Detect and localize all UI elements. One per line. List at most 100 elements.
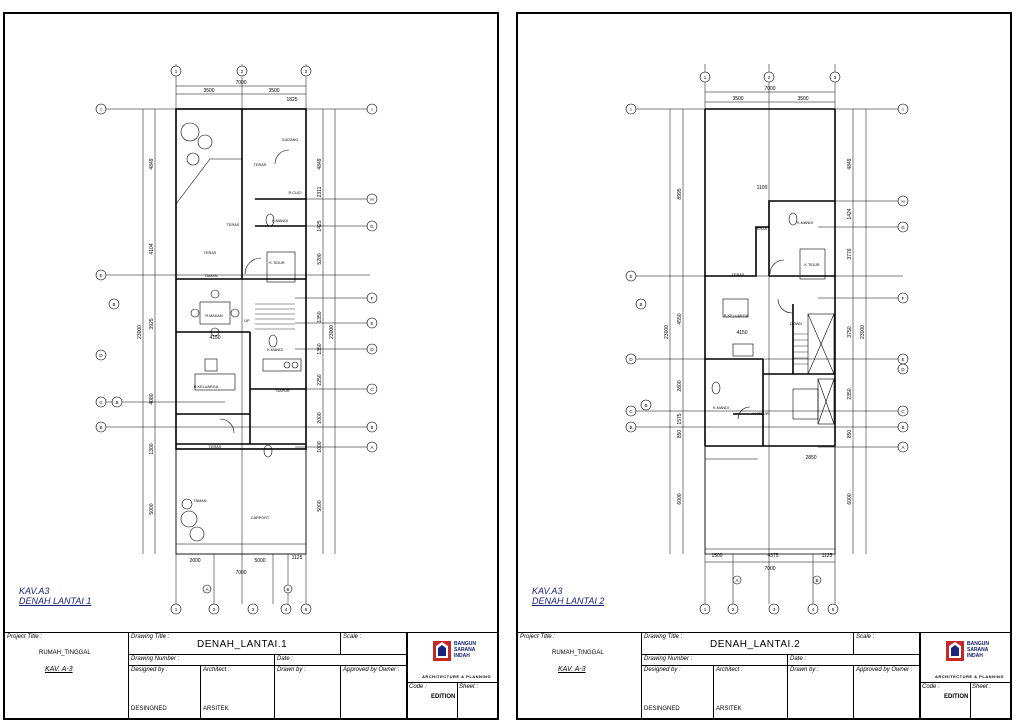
dim-right-seg-10: 5000 (317, 500, 323, 511)
grid-bottom-1: 1 (175, 607, 178, 612)
designed-by-cell: Designed by : DESINGNED (129, 666, 201, 719)
dim-left-seg-6: 6000 (677, 493, 683, 504)
room-label: TERAS (732, 273, 745, 277)
approved-cell: Approved by Owner : (854, 666, 920, 719)
dim-left-total: 23000 (137, 325, 143, 339)
grid-left-3: D (99, 353, 103, 358)
dim-bottom-total: 7000 (764, 566, 775, 572)
title-block: Project Title : RUMAH_TINGGAL KAV. A-3 D… (5, 632, 498, 719)
grid-bottom-5: 5 (305, 607, 308, 612)
dim-right-seg-6: 1350 (317, 343, 323, 354)
grid-right-2: H (901, 199, 904, 204)
grid-bottom-4: 4 (812, 607, 815, 612)
company-name: BANGUN SARANA INDAH (967, 641, 989, 659)
room-label: TAMAN (204, 274, 217, 278)
dim-right-seg-1: 4849 (847, 158, 853, 169)
grid-top-2: 2 (241, 69, 244, 74)
dim-left-total: 23000 (664, 325, 670, 339)
section-left-1: B (639, 302, 642, 307)
date-cell: Date : (788, 655, 920, 666)
project-name: RUMAH_TINGGAL (39, 650, 91, 656)
grid-right-4: F (902, 296, 905, 301)
dim-left-seg-4: 1575 (677, 413, 683, 424)
project-title-label: Project Title : (520, 634, 555, 640)
dim-bottom-total: 7000 (235, 570, 246, 576)
plan-caption: KAV.A3 DENAH LANTAI 1 (19, 586, 91, 606)
dim-top-b: 3500 (268, 88, 279, 94)
grid-left-4: C (629, 409, 633, 414)
section-mark-b: B (815, 578, 818, 583)
grid-right-3: G (901, 225, 905, 230)
room-label: R.KELUARGA (194, 385, 219, 389)
grid-left-3: D (629, 357, 633, 362)
drawn-by-label: Drawn by : (790, 667, 819, 673)
dim-right-seg-9: 1000 (317, 441, 323, 452)
sheet-label: Sheet : (459, 684, 479, 690)
company-logo-block: BANGUN SARANA INDAH ARCHITECTURE & PLANN… (920, 633, 1011, 719)
section-left-2: B (644, 403, 647, 408)
architect-cell: Architect : ARSITEK (201, 666, 275, 719)
project-title-cell: Project Title : RUMAH_TINGGAL KAV. A-3 (5, 633, 129, 719)
drawing-title-cell: Drawing Title : DENAH_LANTAI.1 (129, 633, 341, 655)
grid-right-8: B (901, 425, 904, 430)
title-block: Project Title : RUMAH_TINGGAL KAV. A-3 D… (518, 632, 1011, 719)
grid-right-5: E (370, 321, 373, 326)
dim-right-seg-1: 4849 (317, 158, 323, 169)
company-name-line: SARANA (967, 647, 989, 653)
grid-left-1: I (100, 107, 101, 112)
dim-right-seg-4: 3750 (847, 326, 853, 337)
dim-bottom-a: 1500 (711, 553, 722, 559)
dim-bottom-c: 1125 (822, 553, 833, 559)
dim-left-seg-1: 4849 (149, 158, 155, 169)
grid-left-5: B (629, 425, 632, 430)
grid-top-1: 1 (175, 69, 178, 74)
dim-bottom-c: 1125 (292, 555, 303, 561)
architect-label: Architect : (203, 667, 230, 673)
company-name-line: BANGUN (967, 641, 989, 647)
grid-right-2: H (370, 197, 373, 202)
drawing-sheet-floor-1: 1 2 3 1 2 3 4 5 A B I E D C B B B I H G … (3, 12, 499, 720)
dim-left-seg-2: 4550 (677, 313, 683, 324)
dim-right-seg-7: 2250 (317, 374, 323, 385)
stair-down-label: DOWN (790, 322, 802, 326)
designed-by-value: DESINGNED (131, 706, 167, 712)
sheet-label: Sheet : (972, 684, 992, 690)
room-label: R.CUCI (288, 191, 301, 195)
drawing-number-cell: Drawing Number : (129, 655, 275, 666)
dim-top-total: 7000 (235, 80, 246, 86)
project-kav: KAV. A-3 (558, 666, 586, 673)
section-mark-a: A (735, 578, 738, 583)
architect-value: ARSITEK (203, 706, 229, 712)
company-name-line: BANGUN (454, 641, 476, 647)
scale-label: Scale : (343, 634, 362, 640)
section-mark-b: B (286, 587, 289, 592)
edition-value: EDITION (944, 694, 969, 700)
dim-left-seg-6: 5000 (149, 503, 155, 514)
grid-right-4: F (371, 296, 374, 301)
dim-left-seg-3: 3925 (149, 318, 155, 329)
dim-left-seg-2: 4104 (149, 243, 155, 254)
date-label: Date : (790, 656, 807, 662)
approved-label: Approved by Owner : (856, 667, 913, 673)
sheet-cell: Sheet : (458, 682, 498, 719)
drawing-number-cell: Drawing Number : (642, 655, 788, 666)
grid-bottom-5: 5 (832, 607, 835, 612)
code-label: Code : (409, 684, 427, 690)
drawn-by-label: Drawn by : (277, 667, 306, 673)
grid-bottom-3: 3 (773, 607, 776, 612)
code-cell: Code : EDITION (921, 682, 971, 719)
room-label: TAMAN (193, 499, 206, 503)
dim-top-c: 1825 (286, 97, 297, 103)
floor-plan-1-drawing: 1 2 3 1 2 3 4 5 A B I E D C B B B I H G … (95, 64, 378, 615)
grid-bottom-3: 3 (252, 607, 255, 612)
room-label: TERAS (254, 163, 267, 167)
grid-top-3: 3 (834, 75, 837, 80)
dim-top-a: 3500 (203, 88, 214, 94)
dim-top-total: 7000 (764, 86, 775, 92)
date-label: Date : (277, 656, 294, 662)
designed-by-label: Designed by : (644, 667, 681, 673)
room-label: R.MAKAN (205, 314, 223, 318)
dim-bottom-b: 5000 (254, 558, 265, 564)
grid-right-6: D (370, 347, 374, 352)
dim-right-seg-6: 850 (847, 430, 853, 439)
